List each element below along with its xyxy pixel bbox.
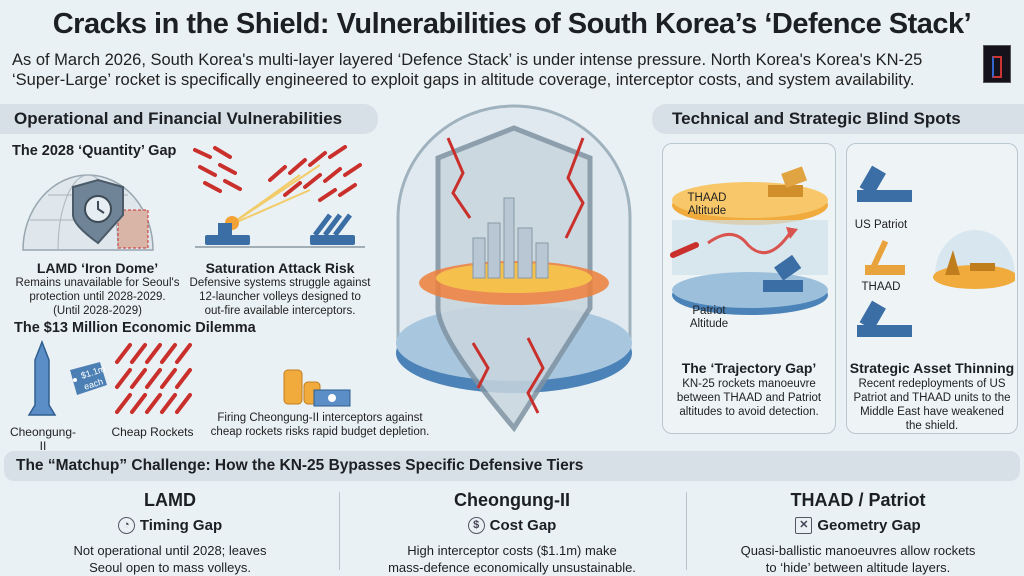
thaad-label: THAAD <box>861 281 901 293</box>
matchup-gap-label: Geometry Gap <box>817 517 921 534</box>
intro-line-1: As of March 2026, South Korea's multi-la… <box>12 51 923 69</box>
quantity-gap-heading: The 2028 ‘Quantity’ Gap <box>12 143 177 159</box>
matchup-line: to ‘hide’ between altitude layers. <box>765 560 951 575</box>
iron-dome-illustration <box>22 174 154 251</box>
matchup-system-name: LAMD <box>144 490 196 510</box>
matchup-column-lamd: LAMD ◔Timing Gap Not operational until 2… <box>0 490 340 576</box>
asset-thinning-illustration <box>857 165 1015 337</box>
matchup-line: High interceptor costs ($1.1m) make <box>407 543 617 558</box>
column-divider <box>339 492 340 570</box>
cheap-rockets-illustration <box>115 343 192 414</box>
column-divider <box>686 492 687 570</box>
matchup-line: Not operational until 2028; leaves <box>73 543 267 558</box>
saturation-attack-illustration <box>193 145 365 248</box>
asset-thinning-description: Recent redeployments of US Patriot and T… <box>846 377 1018 433</box>
matchup-gap-label: Timing Gap <box>139 517 223 534</box>
section-heading-technical: Technical and Strategic Blind Spots <box>652 104 1024 134</box>
saturation-line: out-fire available interceptors. <box>204 305 356 317</box>
matchup-system-name: THAAD / Patriot <box>790 490 926 510</box>
thaad-altitude-text: THAAD <box>687 192 727 204</box>
patriot-altitude-text: Patriot <box>692 305 726 317</box>
matchup-system-name: Cheongung-II <box>454 490 570 510</box>
saturation-title: Saturation Attack Risk <box>205 260 355 276</box>
matchup-line: Seoul open to mass volleys. <box>89 560 251 575</box>
economic-dilemma-heading: The $13 Million Economic Dilemma <box>14 320 256 336</box>
asset-thinning-panel <box>846 143 1018 434</box>
thinning-line: Patriot and THAAD units to the <box>853 392 1011 404</box>
trajectory-line: KN-25 rockets manoeuvre <box>682 378 816 390</box>
lamd-line: (Until 2028-2029) <box>53 305 142 317</box>
budget-line: cheap rockets risks rapid budget depleti… <box>210 426 430 438</box>
cheongung-missile-illustration: $1.1m each <box>27 340 107 416</box>
cracked-shield-dome-illustration <box>396 104 632 433</box>
thinning-line: the shield. <box>905 420 959 432</box>
saturation-line: Defensive systems struggle against <box>189 277 371 289</box>
budget-line: Firing Cheongung-II interceptors against <box>217 412 423 424</box>
budget-description: Firing Cheongung-II interceptors against… <box>200 411 440 439</box>
dollar-icon: $ <box>467 517 485 534</box>
publisher-logo <box>983 45 1011 83</box>
lamd-line: protection until 2028-2029. <box>29 291 166 303</box>
lamd-line: Remains unavailable for Seoul's <box>15 277 180 289</box>
thinning-line: Middle East have weakened <box>860 406 1004 418</box>
saturation-description: Defensive systems struggle against 12-la… <box>185 276 375 318</box>
lamd-title: LAMD ‘Iron Dome’ <box>36 260 159 276</box>
coins-cash-icon <box>283 369 351 407</box>
matchup-column-cheongung: Cheongung-II $Cost Gap High interceptor … <box>342 490 682 576</box>
saturation-line: 12-launcher volleys designed to <box>199 291 361 303</box>
thaad-altitude-text: Altitude <box>687 205 727 217</box>
trajectory-gap-title: The ‘Trajectory Gap’ <box>681 360 817 376</box>
clock-icon: ◔ <box>117 517 135 534</box>
trajectory-line: altitudes to avoid detection. <box>679 406 819 418</box>
matchup-line: mass-defence economically unsustainable. <box>388 560 636 575</box>
cheongung-label: Cheongung-II <box>9 425 77 453</box>
page-title: Cracks in the Shield: Vulnerabilities of… <box>52 8 972 40</box>
matchup-gap-label: Cost Gap <box>489 517 557 534</box>
section-heading-operational: Operational and Financial Vulnerabilitie… <box>0 104 378 134</box>
lamd-description: Remains unavailable for Seoul's protecti… <box>5 276 190 318</box>
matchup-heading: The “Matchup” Challenge: How the KN-25 B… <box>4 451 1020 481</box>
patriot-altitude-text: Altitude <box>689 318 729 330</box>
trajectory-gap-description: KN-25 rockets manoeuvre between THAAD an… <box>662 377 836 419</box>
trajectory-line: between THAAD and Patriot <box>676 392 822 404</box>
geometry-icon: ✕ <box>795 517 813 534</box>
matchup-column-thaad-patriot: THAAD / Patriot ✕Geometry Gap Quasi-ball… <box>688 490 1024 576</box>
thinning-line: Recent redeployments of US <box>858 378 1006 390</box>
matchup-line: Quasi-ballistic manoeuvres allow rockets <box>740 543 976 558</box>
trajectory-gap-illustration <box>670 166 828 315</box>
intro-line-2: ‘Super-Large’ rocket is specifically eng… <box>12 71 915 89</box>
cheap-rockets-label: Cheap Rockets <box>111 425 194 439</box>
asset-thinning-title: Strategic Asset Thinning <box>849 360 1015 376</box>
us-patriot-label: US Patriot <box>854 219 908 231</box>
